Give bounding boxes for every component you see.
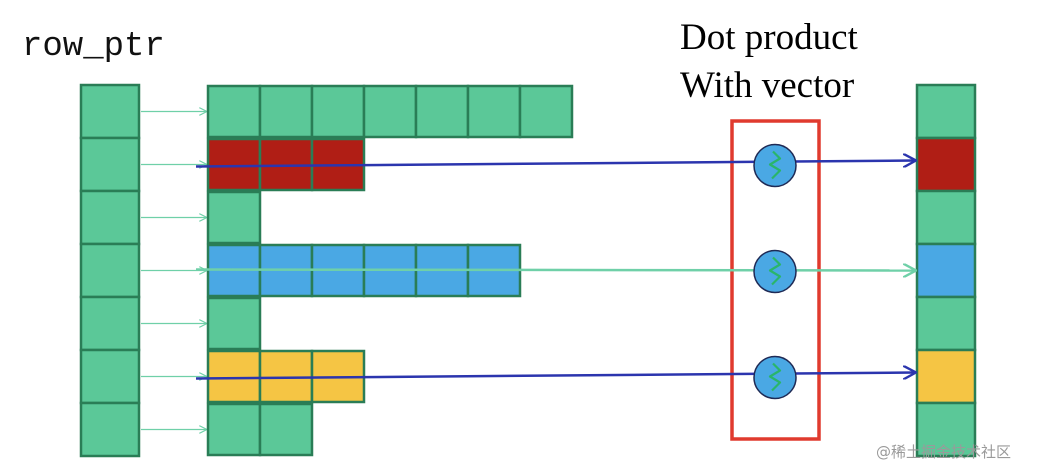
output-vector-cell: [915, 83, 977, 140]
matrix-value-cell: [258, 84, 314, 139]
matrix-value-cell: [206, 296, 262, 351]
matrix-value-cell: [414, 84, 470, 139]
output-vector-cell: [915, 348, 977, 405]
row-ptr-label: row_ptr: [22, 28, 165, 66]
dot-product-label: Dot product With vector: [680, 14, 900, 110]
matrix-value-cell: [206, 137, 262, 192]
row-ptr-cell: [79, 83, 141, 140]
dot-product-box-frame: [730, 119, 821, 441]
matrix-value-cell: [310, 84, 366, 139]
output-vector-cell: [915, 189, 977, 246]
output-vector-cell: [915, 295, 977, 352]
row-ptr-cell: [79, 348, 141, 405]
dot-product-icon: [753, 355, 797, 400]
matrix-value-cell: [206, 349, 262, 404]
matrix-value-cell: [206, 402, 262, 457]
watermark: @稀土掘金技术社区: [876, 443, 1012, 461]
dot-product-icon: [753, 249, 797, 294]
dot-product-label-line1: Dot product: [680, 17, 858, 58]
dot-product-icon: [753, 143, 797, 188]
matrix-value-cell: [258, 402, 314, 457]
row-ptr-array: [79, 83, 141, 458]
dot-product-box: [730, 119, 821, 441]
matrix-value-cell: [466, 84, 522, 139]
row-ptr-cell: [79, 295, 141, 352]
output-vector: [915, 83, 977, 458]
matrix-value-cell: [206, 84, 262, 139]
dot-product-operators: [753, 143, 797, 400]
row-ptr-cell: [79, 401, 141, 458]
output-vector-cell: [915, 242, 977, 299]
output-vector-cell: [915, 136, 977, 193]
matrix-value-cell: [206, 190, 262, 245]
row-result-arrows: [195, 161, 915, 380]
output-vector-cell: [915, 401, 977, 458]
matrix-value-cell: [362, 84, 418, 139]
row-ptr-cell: [79, 189, 141, 246]
dot-product-label-line2: With vector: [680, 65, 855, 106]
row-pointer-arrows: [141, 112, 206, 430]
row-ptr-cell: [79, 242, 141, 299]
row-ptr-cell: [79, 136, 141, 193]
matrix-value-cell: [518, 84, 574, 139]
row-result-arrow: [195, 270, 915, 271]
